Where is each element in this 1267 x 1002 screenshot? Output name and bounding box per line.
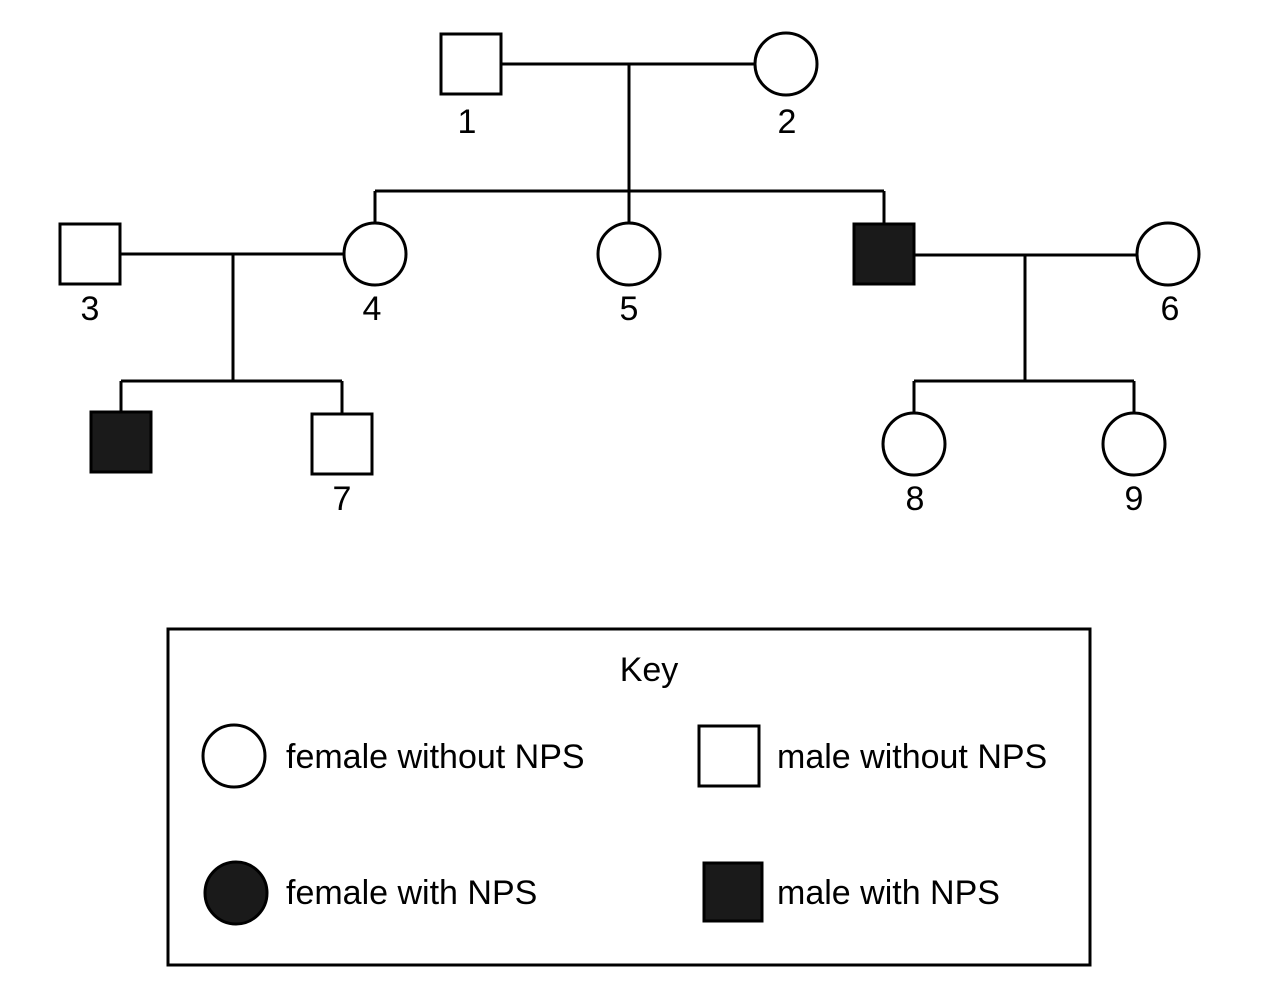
key-title: Key xyxy=(620,651,679,689)
individual-1-square-icon xyxy=(439,32,503,96)
individual-label-9: 9 xyxy=(1125,480,1144,518)
individual-pB-square-icon xyxy=(89,410,153,474)
pedigree-symbols xyxy=(58,31,1201,477)
key-circle-filled-icon xyxy=(203,860,269,926)
key-female-with-label: female with NPS xyxy=(286,874,537,912)
individual-label-3: 3 xyxy=(81,290,100,328)
key-border xyxy=(166,627,1092,967)
individual-3-square-icon xyxy=(58,222,122,286)
key-box: Key female without NPS male without NPS … xyxy=(166,627,1092,967)
key-male-without-label: male without NPS xyxy=(777,738,1047,776)
individual-label-5: 5 xyxy=(620,290,639,328)
individual-7-square-icon xyxy=(310,412,374,476)
individual-8-circle-icon xyxy=(881,411,947,477)
individual-label-6: 6 xyxy=(1161,290,1180,328)
key-male-with-label: male with NPS xyxy=(777,874,1000,912)
key-square-filled-icon xyxy=(702,861,764,923)
individual-label-2: 2 xyxy=(778,103,797,141)
individual-9-circle-icon xyxy=(1101,411,1167,477)
individual-label-8: 8 xyxy=(906,480,925,518)
individual-label-4: 4 xyxy=(363,290,382,328)
individual-label-7: 7 xyxy=(333,480,352,518)
individual-pA-square-icon xyxy=(852,222,916,286)
individual-2-circle-icon xyxy=(753,31,819,97)
key-female-without-label: female without NPS xyxy=(286,738,585,776)
pedigree-labels: 1 2 3 4 5 6 7 8 9 xyxy=(81,103,1180,518)
individual-5-circle-icon xyxy=(596,221,662,287)
individual-4-circle-icon xyxy=(342,221,408,287)
key-circle-open-icon xyxy=(201,723,267,789)
pedigree-lines xyxy=(119,62,1138,414)
key-square-open-icon xyxy=(697,724,761,788)
individual-label-1: 1 xyxy=(458,103,477,141)
individual-6-circle-icon xyxy=(1135,221,1201,287)
